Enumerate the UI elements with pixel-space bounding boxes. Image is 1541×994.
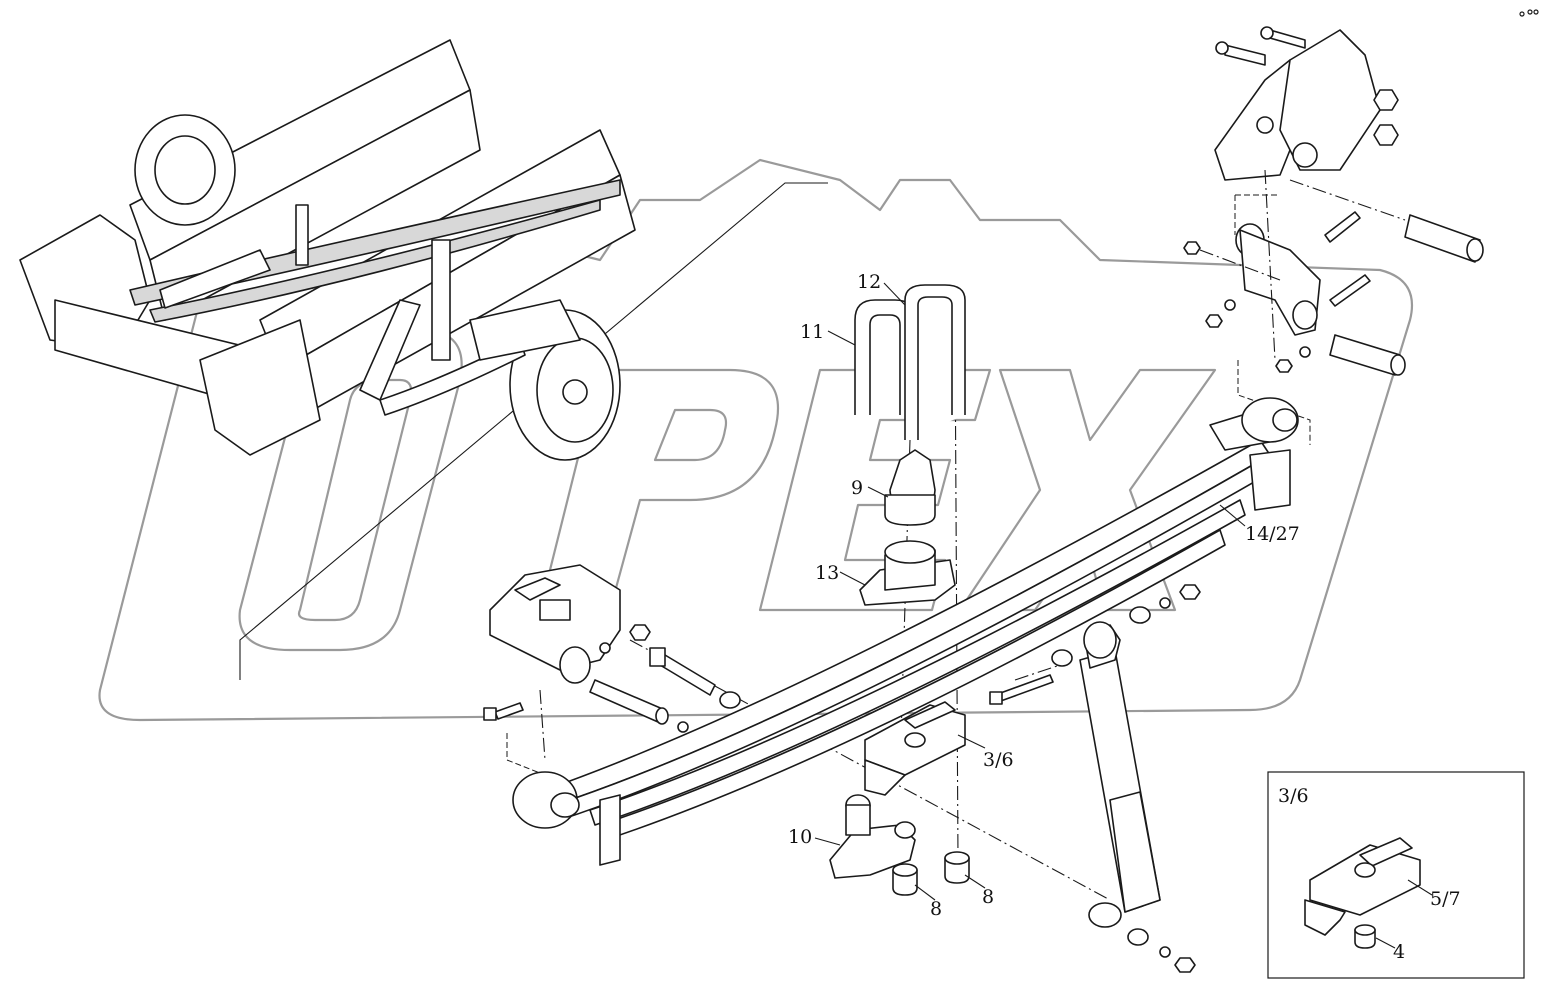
callout-labels: 11 12 9 13 14/27 3/6 10 8 8: [788, 271, 1300, 920]
spring-shackle: [1183, 211, 1406, 376]
leaf-spring: [512, 397, 1299, 866]
callout-leaders: [814, 282, 1246, 901]
front-hanger-bracket: [1214, 26, 1484, 263]
assembly-leader-line: [239, 182, 828, 680]
inset-frame: [1267, 771, 1525, 979]
inset-detail-3-6: 3/6 5/7 4: [1267, 771, 1525, 979]
callout-8-left: 8: [930, 898, 942, 920]
chassis-assembly-view: [19, 39, 636, 461]
u-bolts: [854, 284, 966, 440]
inset-label-5-7: 5/7: [1430, 888, 1461, 910]
axle-saddle: [829, 794, 916, 879]
callout-3-6: 3/6: [983, 749, 1014, 771]
clamp-plate: [864, 701, 966, 796]
callout-11: 11: [800, 321, 824, 343]
rear-hanger-bracket: [489, 564, 651, 684]
callout-9: 9: [851, 477, 863, 499]
spacers: [892, 851, 970, 896]
bump-stop: [884, 449, 936, 526]
callout-13: 13: [815, 562, 839, 584]
inset-title: 3/6: [1278, 785, 1309, 807]
callout-8-right: 8: [982, 886, 994, 908]
callout-14-27: 14/27: [1245, 523, 1300, 545]
callout-12: 12: [857, 271, 881, 293]
callout-10: 10: [788, 826, 812, 848]
spring-seat: [859, 540, 956, 606]
shock-absorber: [989, 584, 1201, 973]
corner-mark: [1519, 9, 1539, 17]
rear-fasteners: [483, 647, 741, 733]
inset-label-4: 4: [1393, 941, 1405, 963]
